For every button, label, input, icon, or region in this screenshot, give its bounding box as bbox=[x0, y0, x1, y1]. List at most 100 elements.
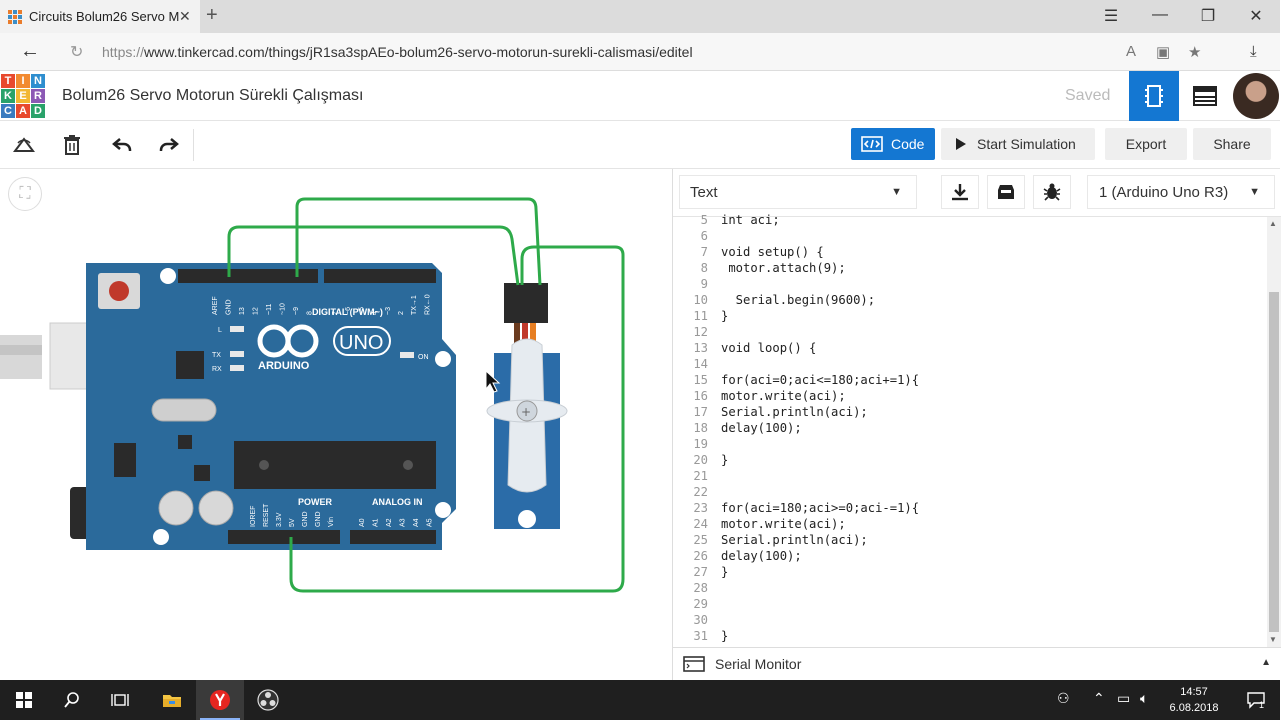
task-view-button[interactable] bbox=[96, 680, 144, 720]
taskbar-clock[interactable]: 14:57 6.08.2018 bbox=[1162, 684, 1226, 716]
export-button[interactable]: Export bbox=[1105, 128, 1187, 160]
reload-icon[interactable]: ↻ bbox=[70, 44, 84, 61]
code-text: motor.write(aci); bbox=[721, 517, 846, 531]
undo-button[interactable] bbox=[108, 131, 136, 159]
bug-icon bbox=[1043, 183, 1061, 201]
volume-icon[interactable]: 🔈︎ bbox=[1140, 690, 1149, 706]
start-button[interactable] bbox=[0, 680, 48, 720]
undo-icon bbox=[112, 138, 132, 151]
url-field[interactable]: https://www.tinkercad.com/things/jR1sa3s… bbox=[96, 39, 1220, 65]
code-text: for(aci=180;aci>=0;aci-=1){ bbox=[721, 501, 920, 515]
code-line[interactable]: 31} bbox=[673, 628, 1267, 644]
obs-icon bbox=[257, 689, 279, 711]
new-tab-button[interactable]: + bbox=[206, 4, 218, 26]
code-line[interactable]: 28 bbox=[673, 580, 1267, 596]
code-line[interactable]: 14 bbox=[673, 356, 1267, 372]
code-line[interactable]: 22 bbox=[673, 484, 1267, 500]
code-text: } bbox=[721, 565, 729, 579]
library-button[interactable] bbox=[987, 175, 1025, 209]
download-icon[interactable]: ⤓ bbox=[1250, 43, 1257, 60]
bottom-pin-label: A2 bbox=[386, 518, 393, 527]
translate-icon[interactable]: A bbox=[1126, 43, 1137, 60]
user-avatar[interactable] bbox=[1233, 73, 1279, 119]
start-simulation-button[interactable]: Start Simulation bbox=[941, 128, 1095, 160]
top-pin-label: ~10 bbox=[280, 303, 287, 315]
line-number: 14 bbox=[693, 357, 708, 371]
lock-icon[interactable]: ▣ bbox=[1156, 44, 1171, 61]
people-icon[interactable]: ⚇ bbox=[1057, 690, 1070, 706]
network-icon[interactable]: ▭ bbox=[1117, 690, 1131, 706]
code-line[interactable]: 19 bbox=[673, 436, 1267, 452]
project-title[interactable]: Bolum26 Servo Motorun Sürekli Çalışması bbox=[62, 87, 364, 104]
line-number: 29 bbox=[693, 597, 708, 611]
chevron-down-icon: ▼ bbox=[1249, 186, 1260, 198]
code-text: } bbox=[721, 629, 729, 643]
editor-scrollbar[interactable]: ▲ ▼ bbox=[1267, 217, 1281, 647]
line-number: 31 bbox=[693, 629, 708, 643]
fit-view-icon[interactable]: ⛶ bbox=[8, 177, 42, 211]
chevron-up-icon[interactable]: ▲ bbox=[1261, 657, 1271, 668]
code-line[interactable]: 30 bbox=[673, 612, 1267, 628]
browser-tab[interactable]: Circuits Bolum26 Servo M ✕ bbox=[0, 0, 200, 33]
circuit-canvas[interactable]: ⛶ bbox=[0, 169, 672, 680]
code-line[interactable]: 27} bbox=[673, 564, 1267, 580]
code-text: Serial.println(aci); bbox=[721, 533, 868, 547]
search-button[interactable] bbox=[48, 680, 96, 720]
back-arrow-icon[interactable]: ← bbox=[20, 40, 40, 62]
scroll-up-icon[interactable]: ▲ bbox=[1269, 219, 1277, 228]
share-button[interactable]: Share bbox=[1193, 128, 1271, 160]
line-number: 24 bbox=[693, 517, 708, 531]
code-line[interactable]: 9 bbox=[673, 276, 1267, 292]
obs-button[interactable] bbox=[244, 680, 292, 720]
restore-button[interactable]: ❐ bbox=[1200, 8, 1216, 25]
file-explorer-button[interactable] bbox=[148, 680, 196, 720]
download-code-button[interactable] bbox=[941, 175, 979, 209]
code-line[interactable]: 21 bbox=[673, 468, 1267, 484]
code-line[interactable]: 10 Serial.begin(9600); bbox=[673, 292, 1267, 308]
scroll-down-icon[interactable]: ▼ bbox=[1269, 635, 1277, 644]
arduino-uno-board[interactable] bbox=[86, 263, 456, 550]
minimize-button[interactable]: — bbox=[1152, 6, 1168, 23]
board-select[interactable]: 1 (Arduino Uno R3) ▼ bbox=[1087, 175, 1275, 209]
line-number: 28 bbox=[693, 581, 708, 595]
serial-monitor-bar[interactable]: Serial Monitor ▲ bbox=[673, 647, 1281, 680]
chevron-up-icon[interactable]: ⌃ bbox=[1093, 690, 1105, 706]
on-label: ON bbox=[418, 354, 429, 361]
code-line[interactable]: 11} bbox=[673, 308, 1267, 324]
scrollbar-thumb[interactable] bbox=[1269, 292, 1279, 632]
code-button[interactable]: Code bbox=[851, 128, 935, 160]
delete-button[interactable] bbox=[58, 131, 86, 159]
yandex-browser-button[interactable] bbox=[196, 680, 244, 720]
redo-button[interactable] bbox=[155, 131, 183, 159]
browser-menu-icon[interactable]: ☰ bbox=[1103, 8, 1119, 25]
component-list-button[interactable] bbox=[1180, 71, 1230, 121]
code-line[interactable]: 24 motor.write(aci); bbox=[673, 516, 1267, 532]
code-line[interactable]: 8 motor.attach(9); bbox=[673, 260, 1267, 276]
code-line[interactable]: 12 bbox=[673, 324, 1267, 340]
rotate-button[interactable] bbox=[10, 131, 38, 159]
code-line[interactable]: 29 bbox=[673, 596, 1267, 612]
code-mode-select[interactable]: Text ▼ bbox=[679, 175, 917, 209]
code-line[interactable]: 6 bbox=[673, 228, 1267, 244]
servo-motor[interactable]: + bbox=[486, 283, 568, 529]
code-line[interactable]: 20} bbox=[673, 452, 1267, 468]
circuit-view-button[interactable] bbox=[1129, 71, 1179, 121]
action-center-button[interactable]: 1 bbox=[1232, 680, 1280, 720]
debugger-button[interactable] bbox=[1033, 175, 1071, 209]
digital-label: DIGITAL (PWM~) bbox=[312, 307, 383, 317]
bookmark-star-icon[interactable]: ★ bbox=[1188, 44, 1202, 61]
tab-close-icon[interactable]: ✕ bbox=[179, 8, 191, 24]
close-window-button[interactable]: ✕ bbox=[1249, 8, 1263, 25]
